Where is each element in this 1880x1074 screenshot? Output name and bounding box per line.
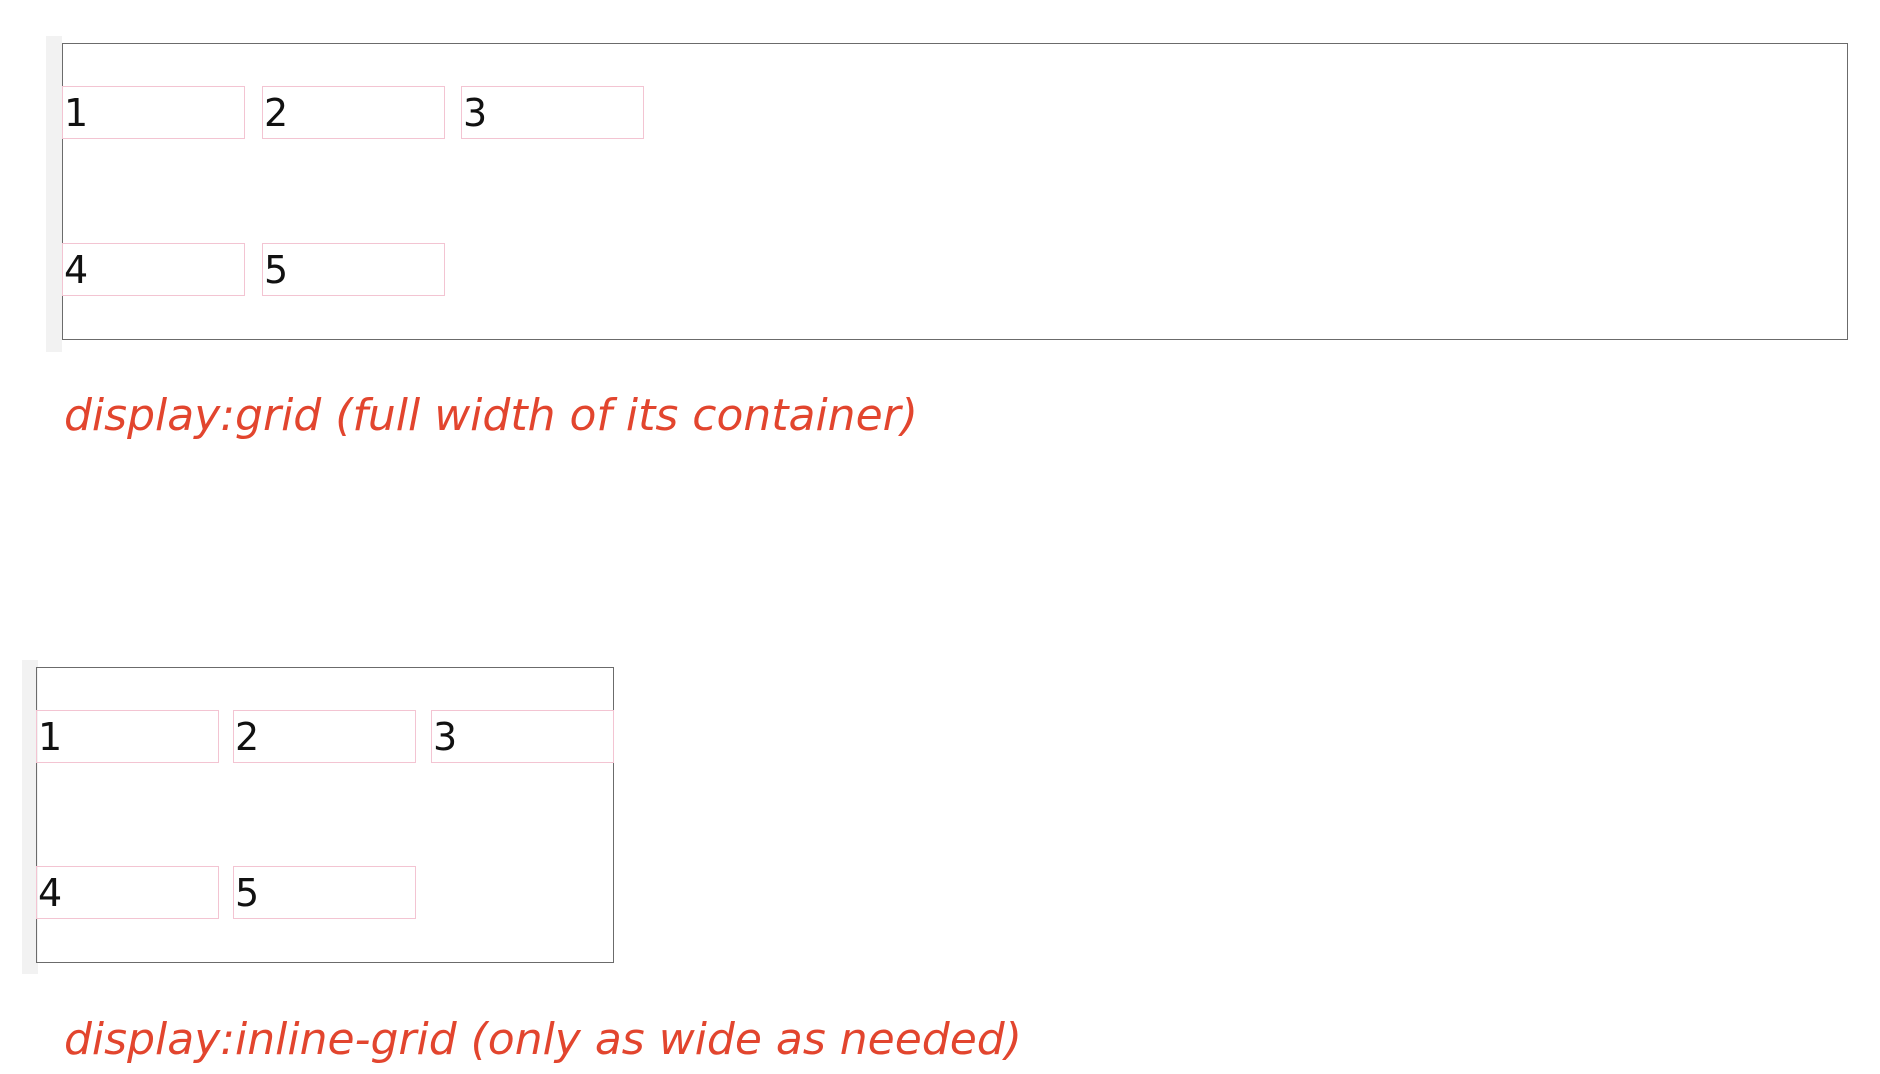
grid-container [62,43,1848,340]
inline-grid-caption: display:inline-grid (only as wide as nee… [64,1014,1022,1065]
inline-grid-container [36,667,614,963]
grid-container-shadow [46,36,62,352]
inline-grid-item-3: 3 [431,710,614,763]
inline-grid-item-5: 5 [233,866,416,919]
inline-grid-item-4: 4 [36,866,219,919]
grid-item-1: 1 [62,86,245,139]
grid-item-3: 3 [461,86,644,139]
grid-item-2: 2 [262,86,445,139]
grid-item-4: 4 [62,243,245,296]
inline-grid-item-1: 1 [36,710,219,763]
grid-caption: display:grid (full width of its containe… [64,390,918,441]
inline-grid-container-shadow [22,660,38,974]
grid-item-5: 5 [262,243,445,296]
inline-grid-item-2: 2 [233,710,416,763]
